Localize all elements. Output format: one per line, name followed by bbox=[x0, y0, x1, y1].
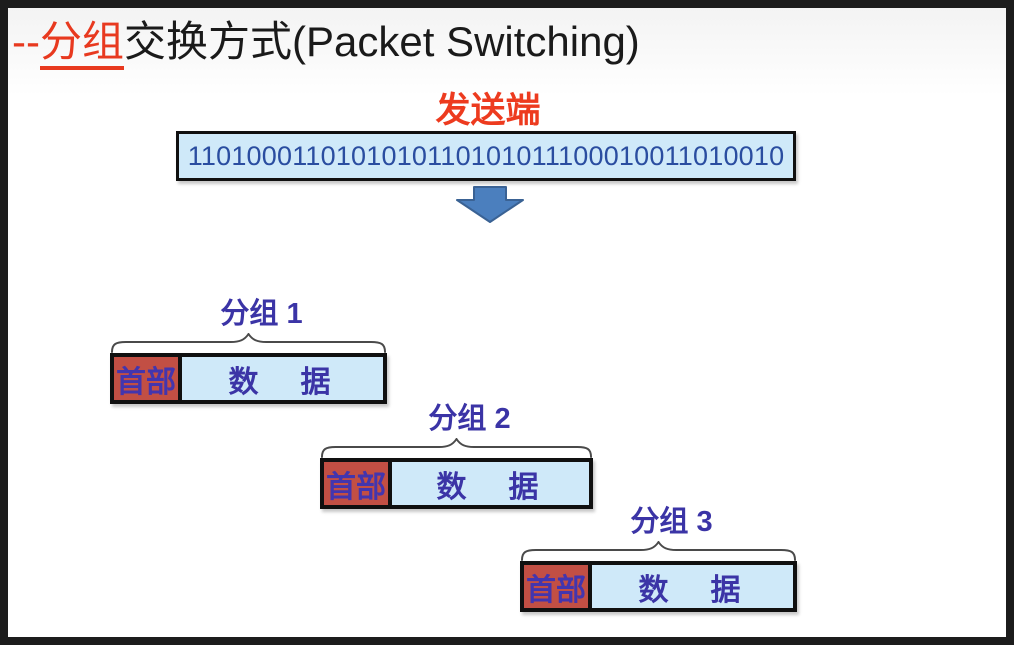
packet-label: 分组 2 bbox=[428, 403, 511, 435]
packet-box: 首部 数 据 bbox=[110, 353, 387, 404]
packet-header-cell: 首部 bbox=[524, 565, 592, 608]
bitstream-box: 1101000110101010110101011100010011010010 bbox=[176, 131, 796, 181]
page-title: --分组交换方式(Packet Switching) bbox=[12, 16, 640, 70]
sender-label: 发送端 bbox=[435, 91, 541, 130]
packet-label: 分组 1 bbox=[220, 298, 303, 330]
packet-box: 首部 数 据 bbox=[520, 561, 797, 612]
packet-box: 首部 数 据 bbox=[320, 458, 593, 509]
packet-1: 分组 1 首部 数 据 bbox=[110, 297, 387, 404]
packet-header-cell: 首部 bbox=[324, 462, 392, 505]
bitstream-text: 1101000110101010110101011100010011010010 bbox=[187, 140, 785, 171]
down-arrow-icon bbox=[456, 186, 524, 223]
brace-icon bbox=[320, 438, 593, 458]
brace-icon bbox=[520, 541, 797, 561]
slide-canvas: --分组交换方式(Packet Switching) 发送端 110100011… bbox=[8, 8, 1006, 637]
packet-label: 分组 3 bbox=[630, 506, 713, 538]
brace-icon bbox=[110, 333, 387, 353]
packet-2: 分组 2 首部 数 据 bbox=[320, 402, 593, 509]
packet-data-cell: 数 据 bbox=[592, 565, 793, 608]
title-keyword: 分组 bbox=[39, 18, 124, 70]
packet-header-cell: 首部 bbox=[114, 357, 182, 400]
packet-data-cell: 数 据 bbox=[392, 462, 589, 505]
title-rest: 交换方式(Packet Switching) bbox=[124, 18, 640, 65]
packet-3: 分组 3 首部 数 据 bbox=[520, 505, 797, 612]
title-dashes: -- bbox=[12, 18, 40, 65]
packet-data-cell: 数 据 bbox=[182, 357, 383, 400]
